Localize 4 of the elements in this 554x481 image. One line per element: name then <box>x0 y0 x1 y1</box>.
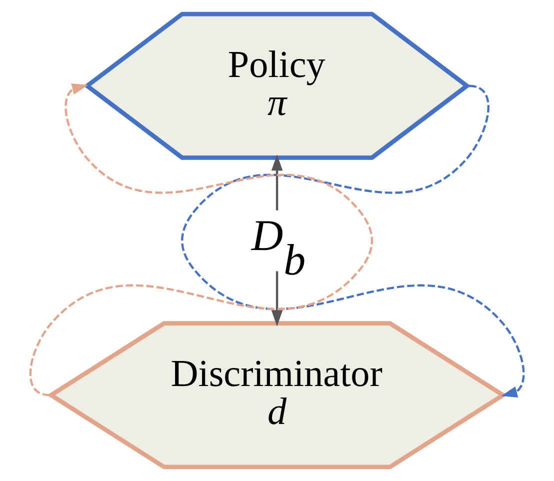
arrow <box>271 271 283 326</box>
arrow <box>271 154 283 210</box>
arrow <box>181 84 525 398</box>
arrow <box>30 84 373 396</box>
